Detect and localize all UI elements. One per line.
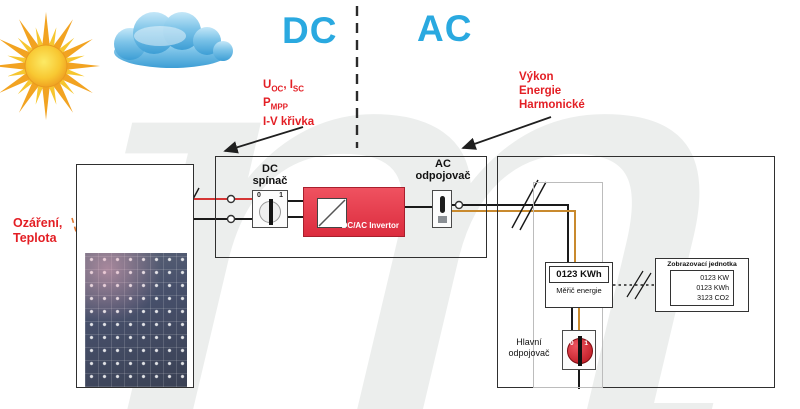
ac-annotation-arrow-icon <box>461 116 552 150</box>
main-disconnector-pos0: 0 <box>570 340 574 347</box>
ac-side-label: AC <box>417 8 473 49</box>
irradiance-annotation: Ozáření, Teplota <box>13 216 63 245</box>
display-unit: Zobrazovací jednotka 0123 KW 0123 KWh 31… <box>655 258 749 312</box>
ac-distribution-box <box>497 156 775 388</box>
display-unit-line3: 3123 CO2 <box>697 295 729 302</box>
main-disconnector-pos1: 1 <box>584 340 588 347</box>
dc-switch-label: DC spínač <box>252 163 288 187</box>
dc-annotation-arrow-icon <box>223 126 304 154</box>
dc-measurements-annotation: UOC, ISC PMPP I-V křivka <box>263 79 315 128</box>
main-disconnector-label: Hlavní odpojovač <box>508 337 550 358</box>
energy-meter: 0123 KWh Měřič energie <box>545 262 613 308</box>
ac-disconnector-base <box>438 216 447 223</box>
dc-side-label: DC <box>282 10 338 51</box>
dc-switch-handle <box>269 199 273 225</box>
ac-wires <box>405 204 580 389</box>
dc-section-box <box>215 156 487 258</box>
ac-disconnector-handle <box>440 196 445 213</box>
annotation-arrows <box>223 116 552 154</box>
cloud-icon <box>114 12 233 68</box>
display-unit-line1: 0123 KW <box>700 275 729 282</box>
main-disconnector-switch: 0 1 <box>562 330 596 370</box>
energy-meter-label: Měřič energie <box>556 286 602 295</box>
inverter-symbol-icon <box>317 198 347 228</box>
display-unit-screen: 0123 KW 0123 KWh 3123 CO2 <box>670 270 734 306</box>
sun-icon <box>0 12 100 120</box>
dc-switch-pos1: 1 <box>279 192 283 199</box>
ac-measurements-annotation: Výkon Energie Harmonické <box>519 71 585 111</box>
dc-switch: 0 1 <box>252 190 288 228</box>
main-disconnector-handle <box>578 336 582 366</box>
inverter: DC/AC Invertor <box>303 187 405 237</box>
solar-panel-frame <box>76 164 194 388</box>
display-unit-title: Zobrazovací jednotka <box>667 261 737 268</box>
energy-meter-value: 0123 KWh <box>549 266 609 283</box>
display-unit-line2: 0123 KWh <box>696 285 729 292</box>
ac-disconnector-label: AC odpojovač <box>415 158 471 182</box>
ac-disconnector <box>432 190 452 228</box>
meter-display-link <box>613 270 655 300</box>
dc-switch-pos0: 0 <box>257 192 261 199</box>
inverter-label: DC/AC Invertor <box>341 221 399 230</box>
solar-panel <box>85 253 187 387</box>
